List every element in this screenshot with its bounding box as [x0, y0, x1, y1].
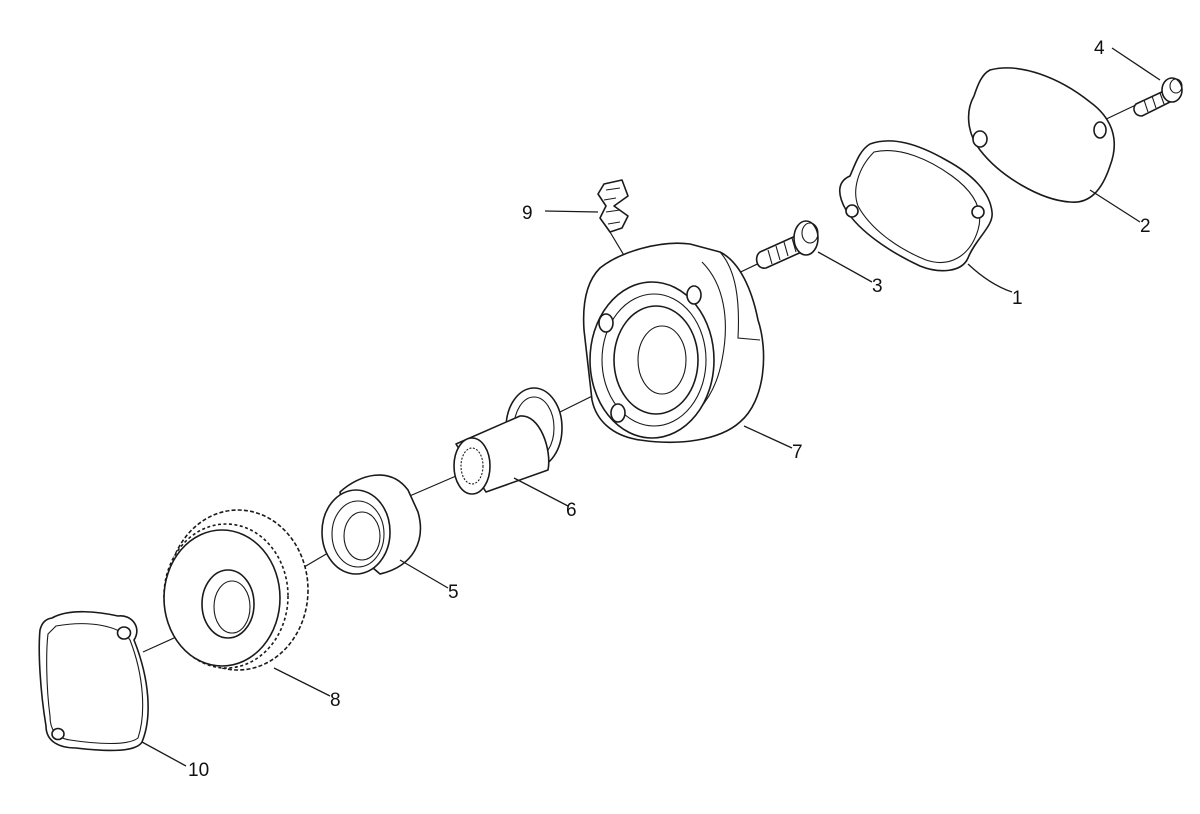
callout-2: 2 [1140, 216, 1151, 237]
callout-6: 6 [566, 500, 577, 521]
part-8-spur-gear [163, 509, 309, 671]
callout-8: 8 [330, 690, 341, 711]
part-5-bearing [321, 474, 422, 575]
callout-1: 1 [1012, 288, 1023, 309]
callout-labels: 1 2 3 4 5 6 7 8 9 10 [188, 38, 1151, 781]
callout-5: 5 [448, 582, 459, 603]
part-3-flange-bolt [755, 220, 819, 269]
part-4-small-bolt [1133, 77, 1183, 117]
leader-lines [141, 47, 1161, 767]
callout-9: 9 [522, 203, 533, 224]
callout-7: 7 [792, 442, 803, 463]
callout-4: 4 [1094, 38, 1105, 59]
part-9-grease-fitting [597, 179, 629, 233]
part-7-housing [582, 242, 765, 444]
part-6-splined-shaft [453, 387, 563, 495]
part-1-gasket [838, 140, 993, 272]
callout-10: 10 [188, 760, 209, 781]
part-2-cover-plate [967, 67, 1115, 203]
callout-3: 3 [872, 276, 883, 297]
part-10-end-cover [38, 610, 149, 752]
